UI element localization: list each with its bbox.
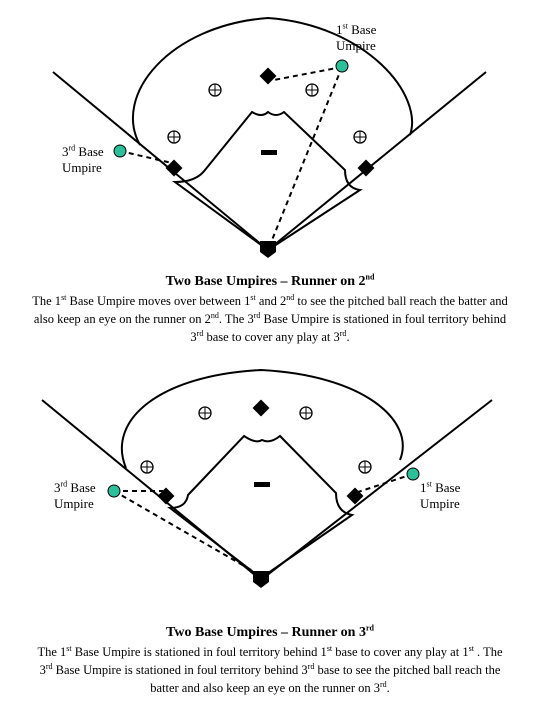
first-base-umpire-marker bbox=[406, 467, 420, 481]
desc-superscript: rd bbox=[307, 661, 315, 671]
desc-text: Base Umpire is stationed in foul territo… bbox=[71, 645, 327, 659]
desc-text: and 2 bbox=[255, 294, 287, 308]
first-base-foul-line bbox=[260, 399, 493, 581]
desc-text: base to cover any play at 3 bbox=[203, 330, 340, 344]
first-umpire-path-to-second bbox=[273, 66, 343, 81]
baseball-field-diagram-1 bbox=[52, 16, 487, 258]
third-base-umpire-marker bbox=[113, 144, 127, 158]
first-base-umpire-label: 1st Base Umpire bbox=[420, 479, 461, 511]
third-base-umpire-label: 3rd Base Umpire bbox=[62, 143, 104, 175]
desc-text: Base Umpire moves over between 1 bbox=[66, 294, 251, 308]
diagram-2-description: The 1st Base Umpire is stationed in foul… bbox=[30, 643, 510, 697]
desc-text: Base Umpire is stationed in foul territo… bbox=[52, 663, 308, 677]
first-base-umpire-marker bbox=[335, 59, 349, 73]
first-base-foul-line bbox=[267, 71, 487, 251]
third-umpire-path bbox=[119, 150, 173, 164]
desc-text: Base Umpire is stationed in foul territo… bbox=[190, 312, 507, 344]
desc-text: to see the pitched ball reach the batter… bbox=[33, 294, 508, 326]
second-base bbox=[252, 399, 270, 417]
desc-superscript: rd bbox=[253, 310, 261, 320]
fielder-third-baseman bbox=[167, 130, 181, 144]
desc-text: . bbox=[346, 330, 350, 344]
desc-superscript: rd bbox=[196, 328, 204, 338]
first-base-umpire-label: 1st Base Umpire bbox=[336, 21, 377, 53]
desc-superscript: st bbox=[66, 643, 72, 653]
fielder-left-fielder bbox=[208, 83, 222, 97]
diagram-1-title: Two Base Umpires – Runner on 2nd bbox=[165, 272, 375, 289]
outfield-arc bbox=[120, 368, 404, 469]
desc-text: The 1 bbox=[32, 294, 62, 308]
fielder-third-baseman bbox=[140, 460, 154, 474]
infield-outline bbox=[171, 110, 363, 252]
desc-text: . The 3 bbox=[39, 645, 503, 677]
desc-superscript: nd bbox=[286, 292, 295, 302]
pitchers-rubber bbox=[261, 150, 277, 155]
desc-superscript: st bbox=[468, 643, 474, 653]
third-base bbox=[165, 159, 183, 177]
desc-superscript: rd bbox=[45, 661, 53, 671]
desc-superscript: rd bbox=[379, 679, 387, 689]
desc-superscript: rd bbox=[339, 328, 347, 338]
desc-text: . The 3 bbox=[218, 312, 254, 326]
diagram-2-title: Two Base Umpires – Runner on 3rd bbox=[166, 623, 374, 640]
fielder-first-baseman bbox=[358, 460, 372, 474]
third-base-foul-line bbox=[52, 71, 269, 251]
desc-text: The 1 bbox=[37, 645, 67, 659]
first-umpire-path bbox=[357, 473, 414, 493]
first-base bbox=[357, 159, 375, 177]
desc-superscript: st bbox=[61, 292, 67, 302]
fielder-right-fielder bbox=[305, 83, 319, 97]
pitchers-rubber bbox=[254, 482, 270, 487]
second-base bbox=[259, 67, 277, 85]
desc-text: base to see the pitched ball reach the b… bbox=[150, 663, 501, 695]
desc-text: base to cover any play at 1 bbox=[332, 645, 469, 659]
outfield-arc bbox=[132, 16, 413, 146]
home-plate bbox=[260, 241, 276, 258]
third-base-umpire-marker bbox=[107, 484, 121, 498]
home-plate bbox=[253, 571, 269, 588]
fielder-left-fielder bbox=[198, 406, 212, 420]
desc-text: . bbox=[386, 681, 390, 695]
third-umpire-sightline-home bbox=[113, 490, 259, 575]
diagram-1-description: The 1st Base Umpire moves over between 1… bbox=[30, 292, 510, 346]
fielder-right-fielder bbox=[299, 406, 313, 420]
fielder-first-baseman bbox=[353, 130, 367, 144]
desc-superscript: st bbox=[326, 643, 333, 653]
infield-outline bbox=[167, 434, 355, 580]
baseball-field-diagram-2 bbox=[41, 368, 493, 588]
third-base-umpire-label: 3rd Base Umpire bbox=[54, 479, 96, 511]
desc-superscript: st bbox=[250, 292, 256, 302]
desc-superscript: nd bbox=[210, 310, 219, 320]
